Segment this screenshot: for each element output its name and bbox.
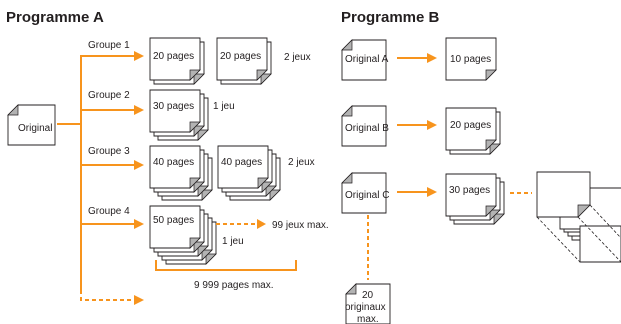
group-3-note: 2 jeux — [288, 157, 315, 168]
group-2-pages: 30 pages — [153, 101, 194, 112]
programme-b-title: Programme B — [341, 9, 440, 26]
group-1-pages: 20 pages — [153, 51, 194, 62]
max-originals-document: 20 originaux max. — [345, 283, 391, 324]
original-a-label: Original A — [345, 54, 389, 65]
output-tray-stack — [536, 171, 621, 263]
group-3-set-1: 40 pages — [149, 145, 213, 201]
group-1-note: 2 jeux — [284, 52, 311, 63]
group-connectors — [57, 51, 144, 305]
group-3-pages: 40 pages — [153, 157, 194, 168]
group-1-pages-2: 20 pages — [220, 51, 261, 62]
group-4-note: 1 jeu — [222, 236, 244, 247]
max-pages-label: 9 999 pages max. — [194, 280, 274, 291]
group-4-set-1: 50 pages — [149, 205, 217, 265]
group-2-label: Groupe 2 — [88, 90, 130, 101]
original-b-label: Original B — [345, 123, 389, 134]
original-c-label: Original C — [345, 190, 389, 201]
original-a-document: Original A — [341, 39, 389, 81]
group-4-max-sets: 99 jeux max. — [272, 220, 329, 231]
group-1-label: Groupe 1 — [88, 40, 130, 51]
max-pages-bracket — [155, 260, 297, 271]
original-a-output: 10 pages — [445, 37, 497, 81]
original-c-pages: 30 pages — [449, 185, 490, 196]
group-4-pages: 50 pages — [153, 215, 194, 226]
max-originals-line-2: originaux — [345, 302, 386, 313]
group-2-note: 1 jeu — [213, 101, 235, 112]
group-4-label: Groupe 4 — [88, 206, 130, 217]
original-b-output: 20 pages — [445, 107, 501, 155]
original-document: Original — [7, 104, 56, 146]
max-originals-line-1: 20 — [362, 290, 374, 301]
group-1-set-1: 20 pages — [149, 37, 205, 85]
original-b-document: Original B — [341, 105, 389, 147]
group-1-set-2: 20 pages — [216, 37, 272, 85]
original-a-pages: 10 pages — [450, 54, 491, 65]
max-originals-line-3: max. — [357, 314, 379, 324]
group-3-label: Groupe 3 — [88, 146, 130, 157]
group-2-set-1: 30 pages — [149, 89, 209, 141]
group-3-set-2: 40 pages — [217, 145, 281, 201]
original-c-document: Original C — [341, 172, 389, 214]
original-label: Original — [18, 123, 52, 134]
group-3-pages-2: 40 pages — [221, 157, 262, 168]
original-c-output: 30 pages — [445, 173, 505, 225]
programme-a-title: Programme A — [6, 9, 104, 26]
original-b-pages: 20 pages — [450, 120, 491, 131]
